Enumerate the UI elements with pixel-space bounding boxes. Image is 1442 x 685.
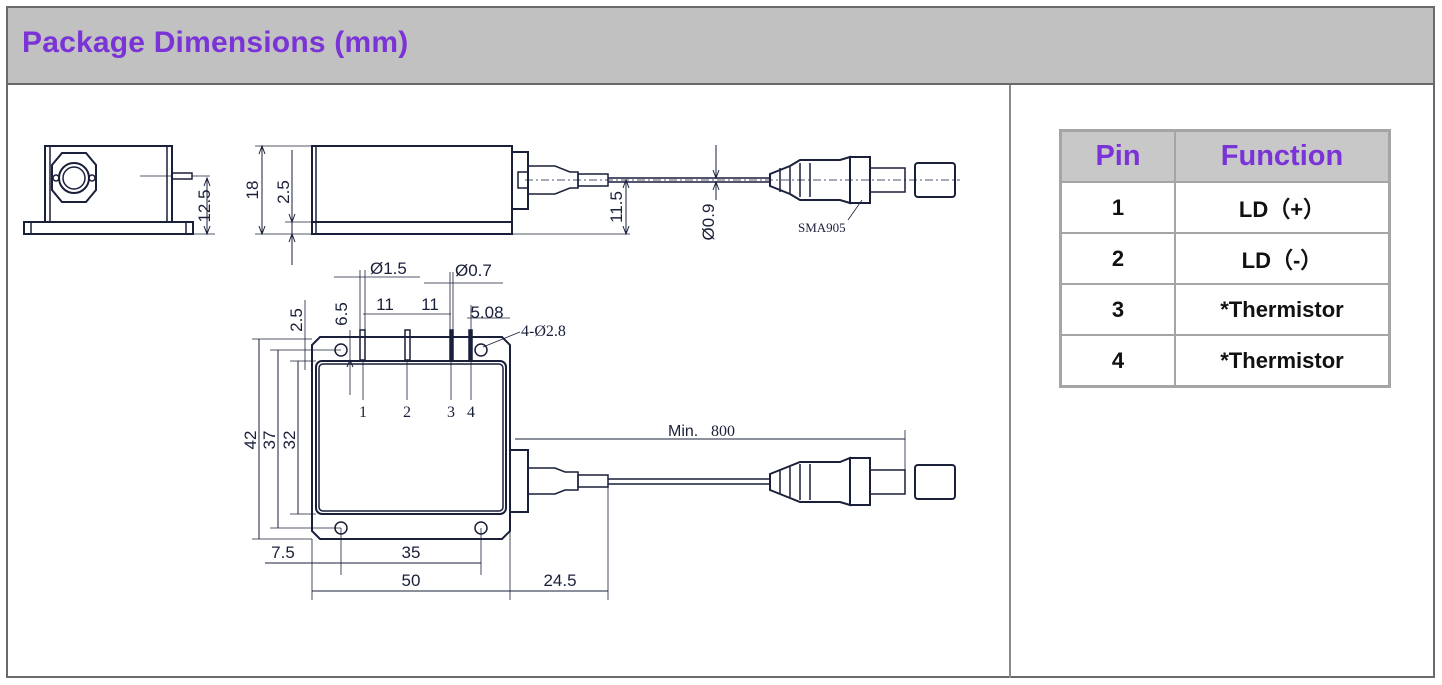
page-frame — [6, 6, 1435, 678]
section-header: Package Dimensions (mm) — [8, 8, 1433, 85]
side-view: 12.5 — [23, 145, 215, 236]
table-row: 4 *Thermistor — [1059, 334, 1391, 388]
dim-edge-offset: 2.5 — [287, 308, 306, 332]
table-row: 1 LD（+） — [1059, 181, 1391, 234]
pin-function: *Thermistor — [1174, 334, 1391, 388]
pin-label-3: 3 — [447, 404, 455, 421]
pin-function: LD（-） — [1174, 232, 1391, 285]
dim-height-inner: 32 — [280, 431, 299, 450]
pin-label-1: 1 — [359, 404, 367, 421]
table-row: 3 *Thermistor — [1059, 283, 1391, 336]
table-header-row: Pin Function — [1059, 129, 1391, 183]
pin-label-2: 2 — [403, 404, 411, 421]
dim-pin-pitch-3: 5.08 — [470, 303, 503, 322]
pin-label-4: 4 — [467, 404, 475, 421]
dim-hole-spacing: 35 — [402, 543, 421, 562]
section-title: Package Dimensions (mm) — [22, 26, 409, 59]
dim-pin-length: 6.5 — [332, 302, 351, 326]
pin-function-table: Pin Function 1 LD（+） 2 LD（-） 3 *Thermist… — [1059, 129, 1391, 388]
pin-number: 1 — [1059, 181, 1176, 234]
dim-boot-length: 24.5 — [543, 571, 576, 590]
dim-pin-diameter: Ø1.5 — [370, 259, 407, 278]
dim-fiber-height: 11.5 — [607, 191, 626, 223]
pin-number: 3 — [1059, 283, 1176, 336]
dim-hole-offset: 7.5 — [271, 543, 295, 562]
dim-height-holes: 37 — [260, 431, 279, 450]
dim-pin-diameter-small: Ø0.7 — [455, 261, 492, 280]
pin-number: 2 — [1059, 232, 1176, 285]
dim-height-total: 42 — [241, 431, 260, 450]
pane-divider — [1009, 85, 1011, 678]
dim-mount-holes: 4-Ø2.8 — [521, 323, 566, 340]
top-view: 1 2 3 4 Ø1.5 Ø0.7 11 11 5.08 4-Ø2.8 6.5 … — [241, 259, 956, 600]
pin-number: 4 — [1059, 334, 1176, 388]
column-header-function: Function — [1174, 129, 1391, 183]
column-header-pin: Pin — [1059, 129, 1176, 183]
dim-width-total: 50 — [402, 571, 421, 590]
dim-pin-pitch-1: 11 — [376, 295, 394, 314]
table-row: 2 LD（-） — [1059, 232, 1391, 285]
dim-side-height: 12.5 — [195, 189, 214, 222]
dim-fiber-diameter: Ø0.9 — [699, 204, 718, 241]
dim-front-height: 18 — [243, 181, 262, 200]
pin-function: *Thermistor — [1174, 283, 1391, 336]
dim-fiber-length-value: 800 — [711, 423, 735, 440]
dim-pin-pitch-2: 11 — [421, 295, 439, 314]
pin-function: LD（+） — [1174, 181, 1391, 234]
connector-label: SMA905 — [798, 220, 846, 235]
dim-front-base: 2.5 — [274, 180, 293, 204]
front-view: 18 2.5 11.5 Ø0.9 SMA905 — [243, 144, 960, 265]
dim-fiber-length-label: Min. — [668, 423, 698, 440]
